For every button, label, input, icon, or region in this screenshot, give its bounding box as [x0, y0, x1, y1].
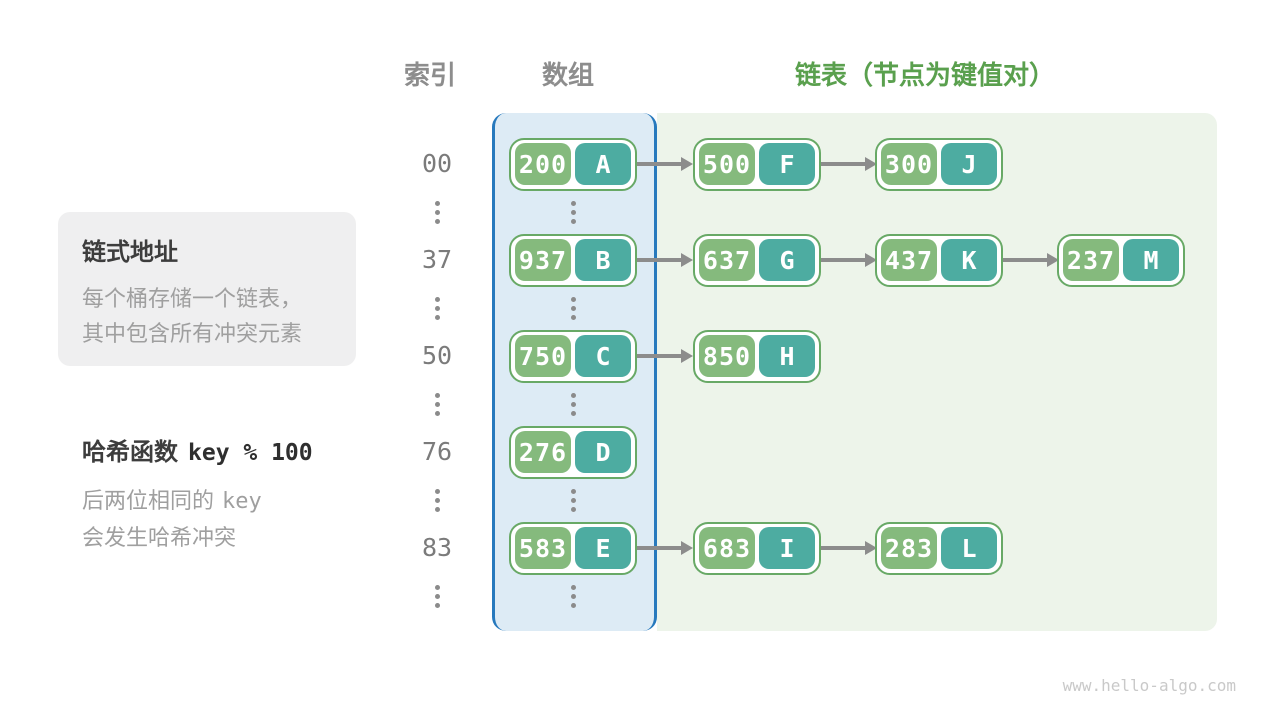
next-pointer-arrow [637, 157, 693, 171]
arrowhead-icon [865, 157, 877, 171]
key-cell: 437 [881, 239, 937, 281]
value-cell: F [759, 143, 815, 185]
hash-note-line2: 会发生哈希冲突 [82, 525, 237, 550]
index-label: 76 [421, 437, 453, 466]
list-header-label: 链表 [795, 60, 848, 90]
ellipsis-dots-icon [432, 585, 442, 608]
key-cell: 750 [515, 335, 571, 377]
key-cell: 300 [881, 143, 937, 185]
next-pointer-arrow [821, 541, 877, 555]
watermark: www.hello-algo.com [1062, 676, 1236, 695]
ellipsis-dots-icon [432, 297, 442, 320]
value-cell: C [575, 335, 631, 377]
key-cell: 583 [515, 527, 571, 569]
arrowhead-icon [1047, 253, 1059, 267]
arrowhead-icon [681, 157, 693, 171]
arrowhead-icon [681, 253, 693, 267]
next-pointer-arrow [821, 157, 877, 171]
list-column-header: 链表（节点为键值对） [795, 55, 1055, 92]
hash-note-line1: 后两位相同的 key [82, 483, 382, 520]
ellipsis-dots-icon [432, 201, 442, 224]
ellipsis-dots-icon [432, 489, 442, 512]
value-cell: I [759, 527, 815, 569]
next-pointer-arrow [637, 349, 693, 363]
ellipsis-dots-icon [432, 393, 442, 416]
chaining-note-line1: 每个桶存储一个链表， [82, 286, 303, 311]
next-pointer-arrow [637, 541, 693, 555]
hash-note-line1-text: 后两位相同的 [82, 488, 215, 513]
next-pointer-arrow [637, 253, 693, 267]
hash-function-note: 哈希函数 key % 100 后两位相同的 key 会发生哈希冲突 [82, 432, 382, 556]
index-label: 50 [421, 341, 453, 370]
ellipsis-dots-icon [568, 585, 578, 608]
key-cell: 500 [699, 143, 755, 185]
hash-function-code: key % 100 [188, 440, 313, 466]
key-cell: 937 [515, 239, 571, 281]
key-cell: 283 [881, 527, 937, 569]
key-cell: 683 [699, 527, 755, 569]
chaining-note-body: 每个桶存储一个链表， 其中包含所有冲突元素 [82, 281, 332, 351]
value-cell: D [575, 431, 631, 473]
arrowhead-icon [865, 541, 877, 555]
ellipsis-dots-icon [568, 489, 578, 512]
chaining-note-title: 链式地址 [82, 239, 178, 266]
ellipsis-dots-icon [568, 201, 578, 224]
chaining-note-line2: 其中包含所有冲突元素 [82, 321, 303, 346]
key-cell: 637 [699, 239, 755, 281]
index-column-header: 索引 [403, 60, 457, 90]
key-cell: 200 [515, 143, 571, 185]
value-cell: L [941, 527, 997, 569]
key-cell: 276 [515, 431, 571, 473]
arrowhead-icon [681, 349, 693, 363]
value-cell: B [575, 239, 631, 281]
index-label: 37 [421, 245, 453, 274]
value-cell: H [759, 335, 815, 377]
value-cell: K [941, 239, 997, 281]
value-cell: G [759, 239, 815, 281]
value-cell: E [575, 527, 631, 569]
ellipsis-dots-icon [568, 393, 578, 416]
value-cell: J [941, 143, 997, 185]
ellipsis-dots-icon [568, 297, 578, 320]
array-column-header: 数组 [541, 60, 595, 90]
hash-function-body: 后两位相同的 key 会发生哈希冲突 [82, 483, 382, 556]
hash-note-line1-code: key [222, 489, 262, 514]
list-header-note: （节点为键值对） [847, 60, 1056, 90]
key-cell: 850 [699, 335, 755, 377]
key-cell: 237 [1063, 239, 1119, 281]
chaining-note-box: 链式地址 每个桶存储一个链表， 其中包含所有冲突元素 [58, 212, 356, 366]
value-cell: M [1123, 239, 1179, 281]
index-label: 00 [421, 149, 453, 178]
arrowhead-icon [681, 541, 693, 555]
arrowhead-icon [865, 253, 877, 267]
next-pointer-arrow [1003, 253, 1059, 267]
next-pointer-arrow [821, 253, 877, 267]
index-label: 83 [421, 533, 453, 562]
hash-function-label: 哈希函数 [82, 439, 178, 466]
value-cell: A [575, 143, 631, 185]
hash-function-title: 哈希函数 key % 100 [82, 432, 382, 467]
